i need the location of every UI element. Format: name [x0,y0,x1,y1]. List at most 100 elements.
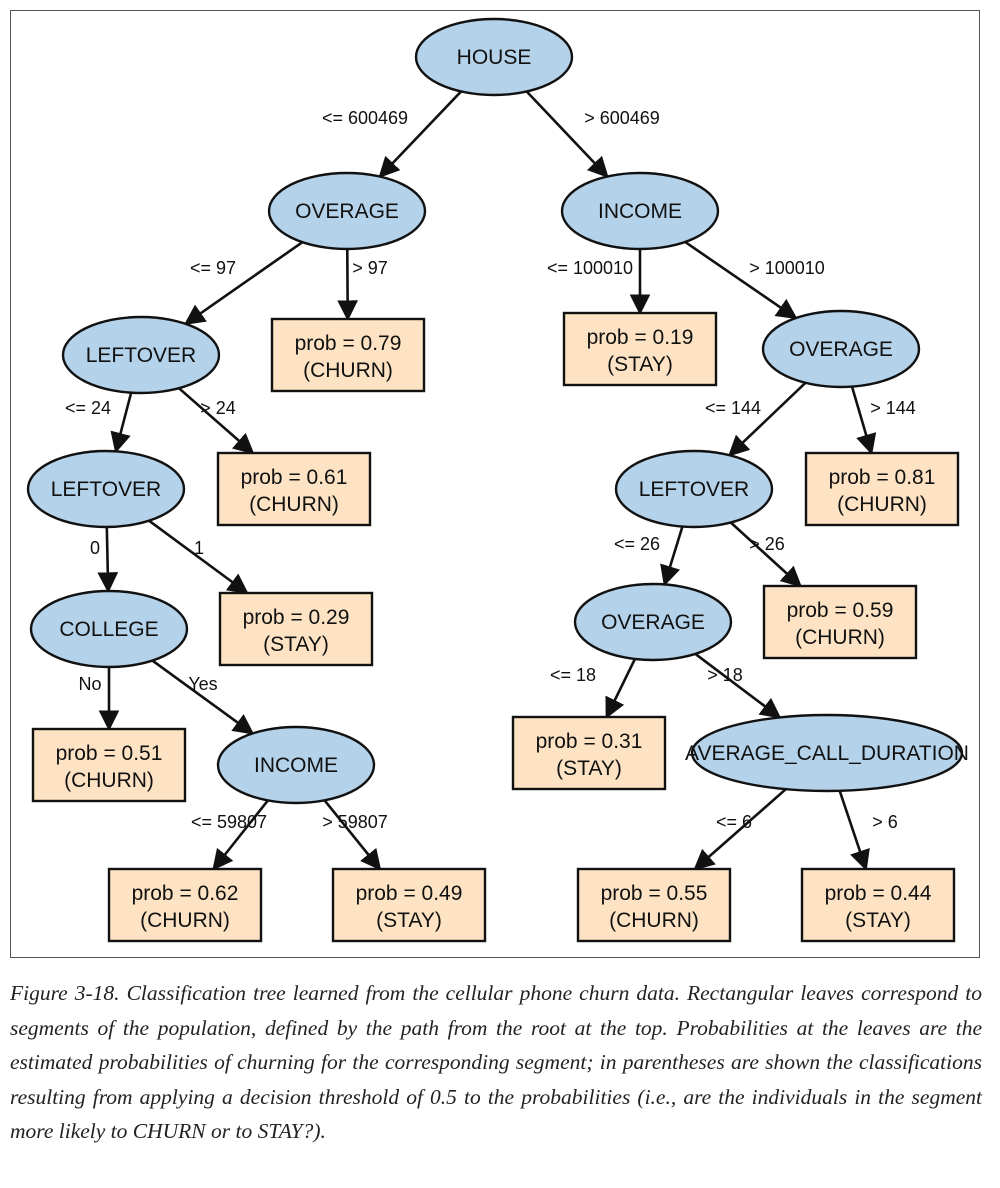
leaf-node-leaf_031: prob = 0.31 (STAY) [511,715,667,791]
edge-label-college-to-income_l: Yes [188,674,217,694]
leaf-node-box [800,867,956,943]
leaf-classification: (STAY) [556,757,622,780]
leaf-node-box [31,727,187,803]
edge-arrow-leftover2-to-college [97,526,119,594]
edge-arrow-leftover1-to-leftover2 [110,392,133,454]
edge-label-overage_l-to-leftover1: <= 97 [190,258,236,278]
leaf-node-leaf_081: prob = 0.81(CHURN) [804,451,960,527]
edge-arrow-leftover_r-to-overage_r2 [660,526,684,587]
edge-label-income_r-to-overage_r: > 100010 [749,258,825,278]
edge-label-college-to-leaf_051: No [78,674,101,694]
decision-node-avg_call: AVERAGE_CALL_DURATION [685,713,969,793]
leaf-node-leaf_079: prob = 0.79(CHURN) [270,317,426,393]
leaf-node-box [107,867,263,943]
leaf-node-leaf_059: prob = 0.59 (CHURN) [762,584,918,660]
decision-node-shape [560,171,720,251]
edge-arrow-leftover2-to-leaf_029 [148,519,249,595]
edge-label-avg_call-to-leaf_055: <= 6 [716,812,752,832]
leaf-node-box [762,584,918,660]
edge-arrow-leftover_r-to-leaf_059 [729,521,803,588]
leaf-probability: prob = 0.51 [56,742,163,765]
edge-arrow-avg_call-to-leaf_044 [838,790,870,871]
decision-node-shape [761,309,921,389]
decision-node-shape [61,315,221,395]
edge-label-leftover2-to-leaf_029: 1 [194,538,204,558]
leaf-node-box [270,317,426,393]
edge-arrow-overage_r2-to-avg_call [694,652,782,719]
leaf-classification: (CHURN) [609,909,699,932]
leaf-probability: prob = 0.61 [241,466,348,489]
edge-arrow-house-to-income_r [525,90,609,179]
edge-label-leftover_r-to-overage_r2: <= 26 [614,534,660,554]
leaf-probability: prob = 0.55 [601,882,708,905]
decision-node-shape [29,589,189,669]
edge-arrow-income_l-to-leaf_062 [212,799,269,871]
leaf-classification: (STAY) [263,633,329,656]
decision-node-label: OVERAGE [601,611,705,634]
leaf-classification: (CHURN) [795,626,885,649]
leaf-probability: prob = 0.44 [825,882,932,905]
leaf-classification: (STAY) [376,909,442,932]
leaf-probability: prob = 0.81 [829,466,936,489]
decision-node-label: LEFTOVER [51,478,161,501]
leaf-probability: prob = 0.49 [356,882,463,905]
leaf-node-leaf_044: prob = 0.44(STAY) [800,867,956,943]
decision-node-overage_r2: OVERAGE [573,582,733,662]
leaf-node-box [331,867,487,943]
edge-arrow-overage_r2-to-leaf_031 [605,658,637,719]
edge-label-house-to-overage_l: <= 600469 [322,108,408,128]
decision-node-overage_r: OVERAGE [761,309,921,389]
edge-arrow-overage_r-to-leaf_081 [850,386,877,455]
decision-node-leftover1: LEFTOVER [61,315,221,395]
leaf-probability: prob = 0.59 [787,599,894,622]
decision-node-label: LEFTOVER [639,478,749,501]
decision-node-leftover2: LEFTOVER [26,449,186,529]
decision-node-shape [573,582,733,662]
edge-arrow-overage_l-to-leftover1 [183,241,304,326]
decision-node-label: LEFTOVER [86,344,196,367]
classification-tree-diagram: <= 600469> 600469<= 97> 97<= 100010> 100… [26,17,969,943]
leaf-probability: prob = 0.62 [132,882,239,905]
edge-label-house-to-income_r: > 600469 [584,108,660,128]
leaf-classification: (CHURN) [64,769,154,792]
leaf-node-leaf_055: prob = 0.55 (CHURN) [576,867,732,943]
leaf-probability: prob = 0.79 [295,332,402,355]
edge-label-overage_l-to-leaf_079: > 97 [352,258,388,278]
decision-node-label: INCOME [598,200,682,223]
decision-node-overage_l: OVERAGE [267,171,427,251]
figure-caption: Figure 3-18. Classification tree learned… [10,981,982,1144]
decision-node-label: AVERAGE_CALL_DURATION [685,742,969,765]
edge-label-leftover1-to-leaf_061: > 24 [200,398,236,418]
decision-node-college: COLLEGE [29,589,189,669]
decision-node-shape [614,449,774,529]
leaf-node-leaf_062: prob = 0.62(CHURN) [107,867,263,943]
decision-node-label: OVERAGE [789,338,893,361]
edge-label-leftover2-to-college: 0 [90,538,100,558]
decision-node-label: COLLEGE [59,618,158,641]
leaf-probability: prob = 0.19 [587,326,694,349]
edge-label-overage_r2-to-leaf_031: <= 18 [550,665,596,685]
edge-label-income_l-to-leaf_062: <= 59807 [191,812,267,832]
leaf-node-box [511,715,667,791]
edge-label-overage_r-to-leftover_r: <= 144 [705,398,761,418]
leaf-node-leaf_019: prob = 0.19 (STAY) [562,311,718,387]
edge-arrow-overage_r-to-leftover_r [728,381,807,457]
leaf-node-box [216,451,372,527]
leaf-classification: (STAY) [607,353,673,376]
leaf-probability: prob = 0.31 [536,730,643,753]
leaf-classification: (CHURN) [249,493,339,516]
edge-arrow-leftover1-to-leaf_061 [178,387,255,455]
leaf-node-box [576,867,732,943]
leaf-node-box [562,311,718,387]
decision-node-label: OVERAGE [295,200,399,223]
edge-arrow-house-to-overage_l [378,90,463,179]
decision-node-shape [216,725,376,805]
decision-node-house: HOUSE [414,17,574,97]
decision-node-income_l: INCOME [216,725,376,805]
decision-node-shape [414,17,574,97]
decision-node-label: INCOME [254,754,338,777]
leaf-node-leaf_049: prob = 0.49 (STAY) [331,867,487,943]
edge-label-leftover1-to-leftover2: <= 24 [65,398,111,418]
leaf-node-box [804,451,960,527]
